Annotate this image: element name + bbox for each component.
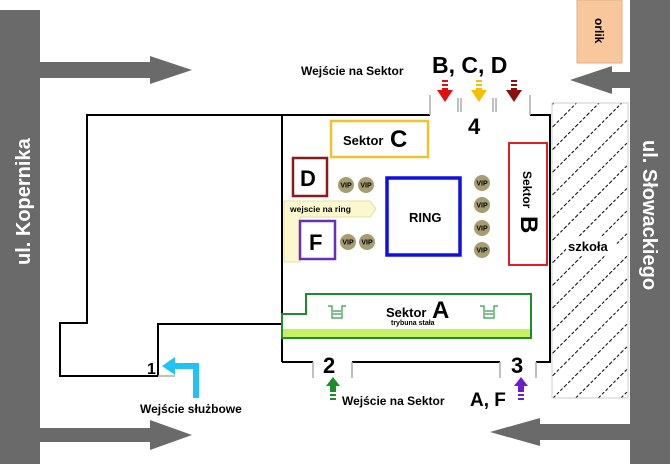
vip-seat-label: VIP — [476, 248, 488, 255]
sector-f[interactable] — [298, 219, 337, 261]
sector-d[interactable] — [291, 156, 329, 198]
sector-c-prefix: Sektor — [343, 133, 383, 148]
sector-f-letter: F — [309, 230, 322, 255]
school-label: szkoła — [568, 239, 609, 254]
road-arrow-east-top — [40, 56, 192, 84]
arrow-down-sector-c — [471, 80, 487, 102]
sector-a[interactable] — [281, 293, 532, 339]
vip-seat[interactable] — [359, 234, 375, 250]
road-arrow-west-bottom — [490, 418, 630, 446]
door-frames — [158, 95, 537, 378]
ring-entrance-path — [283, 200, 377, 263]
vip-seats: VIP VIP VIP VIP VIP VIP VIP VIP — [338, 175, 490, 258]
arrow-up-sector-f — [514, 377, 528, 400]
vip-seat-label: VIP — [476, 181, 488, 188]
entrance-number-2: 2 — [323, 353, 335, 378]
sector-c[interactable] — [329, 119, 430, 159]
sector-d-letter: D — [300, 166, 316, 191]
ring-label: RING — [409, 210, 442, 225]
vip-seat-label: VIP — [361, 240, 373, 247]
service-entrance-label: Wejście służbowe — [140, 402, 242, 416]
arrow-up-sector-a — [326, 377, 340, 400]
arrow-service-entrance — [162, 357, 199, 398]
sector-b[interactable] — [508, 142, 548, 266]
vip-seat[interactable] — [474, 175, 490, 191]
vip-seat[interactable] — [474, 220, 490, 236]
vip-seat-label: VIP — [360, 183, 372, 190]
road-slowackiego — [490, 0, 670, 464]
building-walls — [59, 114, 551, 377]
sector-b-letter: B — [515, 216, 542, 233]
bottom-entrance-letters: A, F — [470, 390, 506, 411]
road-arrow-west-top — [570, 66, 630, 94]
entrance-number-3: 3 — [511, 353, 523, 378]
vip-seat-label: VIP — [476, 226, 488, 233]
vip-seat[interactable] — [474, 197, 490, 213]
vip-seat[interactable] — [474, 242, 490, 258]
stairs-icon-right — [480, 305, 498, 319]
arrow-down-sector-b — [437, 80, 453, 102]
sector-a-stand — [283, 329, 530, 337]
top-entrance-letters: B, C, D — [432, 52, 507, 78]
sector-c-letter: C — [390, 126, 407, 153]
vip-seat-label: VIP — [342, 240, 354, 247]
orlik-field — [576, 0, 623, 64]
bottom-entrance-prefix: Wejście na Sektor — [342, 394, 445, 408]
road-arrow-east-bottom — [40, 420, 192, 450]
stairs-icon-left — [328, 305, 346, 319]
ring-entrance-label: wejscie na ring — [289, 204, 351, 214]
entrance-number-1: 1 — [147, 361, 156, 378]
vip-seat-label: VIP — [476, 203, 488, 210]
entrance-number-4: 4 — [468, 114, 481, 139]
vip-seat-label: VIP — [340, 183, 352, 190]
vip-seat[interactable] — [338, 177, 354, 193]
vip-seat[interactable] — [358, 177, 374, 193]
sector-a-prefix: Sektor — [386, 305, 426, 320]
sector-a-sub: trybuna stała — [391, 320, 435, 327]
street-label-slowackiego: ul. Słowackiego — [638, 140, 660, 290]
street-label-kopernika: ul. Kopernika — [13, 137, 35, 265]
sector-a-letter: A — [432, 297, 449, 324]
school-label-bg — [566, 237, 616, 255]
orlik-label: orlik — [592, 18, 606, 44]
road-kopernika — [0, 10, 192, 464]
sector-b-prefix: Sektor — [520, 171, 534, 209]
ring[interactable] — [385, 176, 462, 257]
vip-seat[interactable] — [340, 234, 356, 250]
arrow-down-sector-d — [506, 80, 522, 102]
top-entrance-prefix: Wejście na Sektor — [301, 64, 404, 78]
